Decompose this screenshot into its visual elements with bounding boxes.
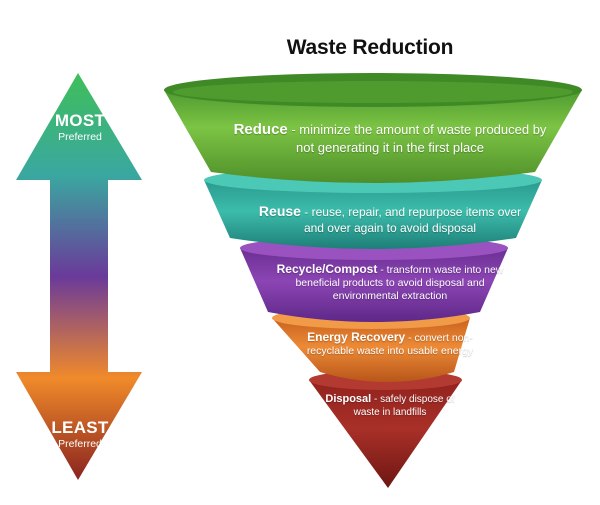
tier-reduce-name: Reduce — [233, 121, 288, 138]
tier-reuse-name: Reuse — [258, 203, 301, 219]
diagram-title: Waste Reduction — [286, 36, 454, 59]
tier-energy-recovery-text: Energy Recovery - convert non-recyclable… — [295, 330, 485, 358]
most-sub-label: Preferred — [58, 131, 102, 143]
tier-reduce-shape — [164, 73, 582, 183]
tier-disposal-text: Disposal - safely dispose of waste in la… — [325, 392, 455, 419]
least-preferred-label: LEAST Preferred — [20, 418, 140, 450]
double-arrow-shape — [16, 73, 142, 480]
preference-arrow — [16, 73, 142, 480]
tier-recycle-compost-name: Recycle/Compost — [276, 262, 378, 276]
most-preferred-label: MOST Preferred — [20, 111, 140, 143]
least-sub-label: Preferred — [58, 438, 102, 450]
tier-disposal-shape — [309, 370, 462, 488]
tier-reduce-text: Reduce - minimize the amount of waste pr… — [225, 120, 555, 156]
most-label: MOST — [54, 111, 106, 130]
tier-reuse-text: Reuse - reuse, repair, and repurpose ite… — [250, 202, 530, 236]
tier-disposal-name: Disposal — [325, 393, 372, 405]
least-label: LEAST — [51, 418, 109, 437]
tier-energy-recovery-description: - convert non-recyclable waste into usab… — [306, 332, 474, 358]
tier-reduce-description: - minimize the amount of waste produced … — [287, 122, 547, 155]
tier-energy-recovery-name: Energy Recovery — [307, 330, 406, 344]
tier-recycle-compost-description: - transform waste into new beneficial pr… — [295, 264, 504, 303]
tier-reuse-description: - reuse, repair, and repurpose items ove… — [300, 205, 522, 235]
tier-disposal-description: - safely dispose of waste in landfills — [353, 394, 455, 419]
tier-recycle-compost-text: Recycle/Compost - transform waste into n… — [270, 262, 510, 303]
